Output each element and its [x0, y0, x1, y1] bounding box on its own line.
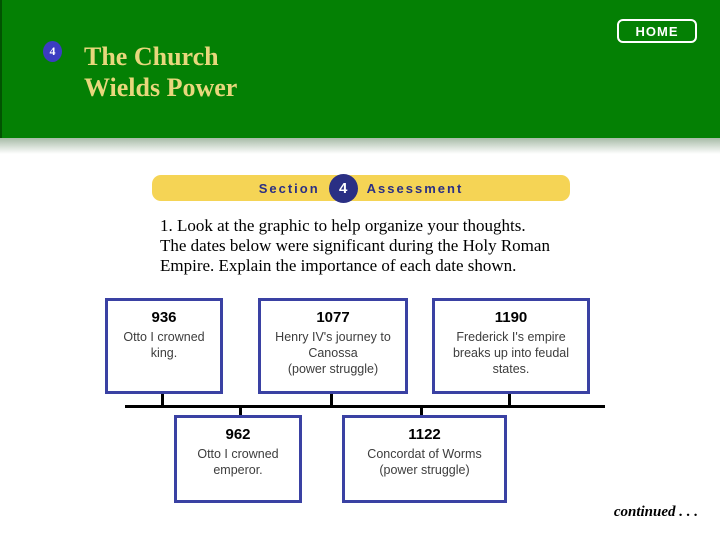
- event-box-962: 962 Otto I crowned emperor.: [174, 415, 302, 503]
- timeline-tick: [330, 393, 333, 405]
- section-number: 4: [339, 179, 348, 197]
- event-description: Henry IV's journey to Canossa (power str…: [275, 330, 391, 376]
- assessment-label: Assessment: [366, 180, 464, 196]
- instructions-line2: The dates below were significant during …: [160, 236, 550, 255]
- instructions-text: 1. Look at the graphic to help organize …: [160, 216, 550, 276]
- page-title-line1: The Church: [84, 42, 219, 71]
- header-band: [0, 0, 720, 138]
- instructions-line1: 1. Look at the graphic to help organize …: [160, 216, 526, 235]
- home-button[interactable]: HOME: [617, 19, 697, 43]
- event-year: 936: [151, 309, 177, 326]
- home-button-label: HOME: [635, 23, 679, 39]
- section-assessment-bar: Section 4 Assessment: [152, 173, 570, 203]
- event-year: 962: [225, 426, 251, 443]
- event-box-1077: 1077 Henry IV's journey to Canossa (powe…: [258, 298, 408, 394]
- event-description: Otto I crowned king.: [123, 330, 205, 360]
- timeline-tick: [239, 408, 242, 418]
- page-title-line2: Wields Power: [84, 73, 238, 102]
- timeline-tick: [161, 393, 164, 405]
- chapter-number-badge: 4: [43, 41, 62, 62]
- section-number-circle: 4: [328, 173, 358, 203]
- event-box-1190: 1190 Frederick I's empire breaks up into…: [432, 298, 590, 394]
- event-description: Otto I crowned emperor.: [197, 447, 279, 477]
- event-year: 1122: [408, 426, 441, 443]
- timeline-tick: [420, 408, 423, 418]
- continued-label: continued . . .: [613, 504, 698, 520]
- header-shadow: [0, 138, 720, 154]
- event-year: 1190: [494, 309, 528, 326]
- timeline-tick: [508, 393, 511, 405]
- event-description: Frederick I's empire breaks up into feud…: [452, 330, 570, 376]
- event-box-1122: 1122 Concordat of Worms (power struggle): [342, 415, 507, 503]
- event-box-936: 936 Otto I crowned king.: [105, 298, 223, 394]
- event-description: Concordat of Worms (power struggle): [367, 447, 482, 477]
- instructions-line3: Empire. Explain the importance of each d…: [160, 256, 517, 275]
- page-title: The Church Wields Power: [84, 41, 237, 103]
- section-label: Section: [258, 180, 320, 196]
- chapter-number: 4: [49, 44, 56, 58]
- event-year: 1077: [316, 309, 350, 326]
- timeline-axis: [125, 405, 605, 408]
